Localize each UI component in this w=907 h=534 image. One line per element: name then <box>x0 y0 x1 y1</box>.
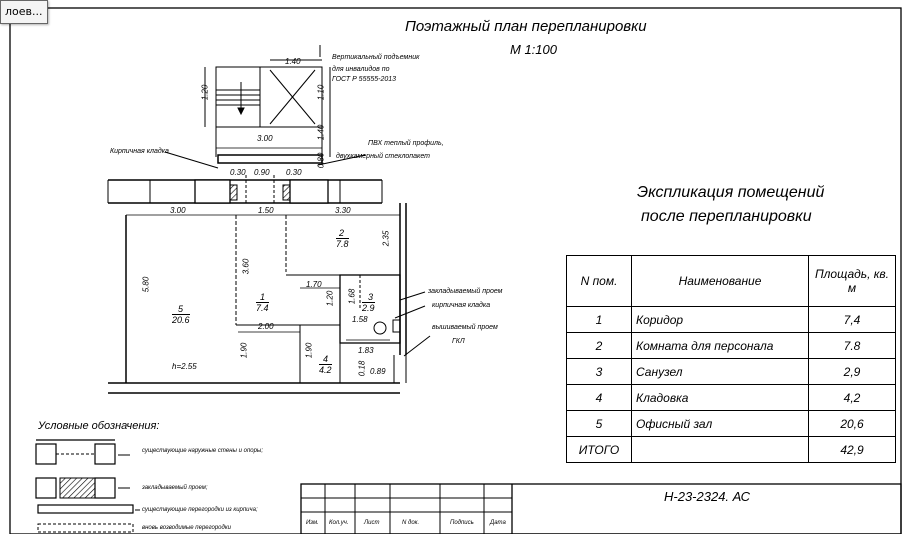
stamp-col-izm: Изм. <box>306 520 319 526</box>
room-5-area: 20.6 <box>172 314 190 325</box>
row-number: 1 <box>566 306 632 333</box>
explication-table: N пом. Наименование Площадь, кв. м 1 Кор… <box>566 255 896 463</box>
explication-header-row: N пом. Наименование Площадь, кв. м <box>566 255 896 307</box>
table-row: 1 Коридор 7,4 <box>566 306 896 333</box>
table-row: 4 Кладовка 4,2 <box>566 384 896 411</box>
total-value: 42,9 <box>808 436 896 463</box>
row-number: 2 <box>566 332 632 359</box>
row-area: 20,6 <box>808 410 896 437</box>
row-number: 5 <box>566 410 632 437</box>
stamp-col-kol: Кол.уч. <box>329 520 349 526</box>
explication-title-1: Экспликация помещений <box>637 184 825 201</box>
dim-r2-height: 2.35 <box>381 230 391 247</box>
room-3-number: 3 <box>368 292 374 302</box>
dim-ramp-height: 1.40 <box>316 124 326 141</box>
total-empty <box>631 436 809 463</box>
dim-r1-height: 3.60 <box>241 258 251 275</box>
dim-corridor-width: 1.70 <box>306 280 322 289</box>
dim-lower-width: 2.00 <box>258 322 274 331</box>
room-1-area: 7.4 <box>256 302 269 313</box>
room-1-number: 1 <box>260 292 266 302</box>
lift-note-2: для инвалидов по <box>332 66 390 73</box>
dim-bath-width: 1.58 <box>352 315 368 324</box>
row-name: Комната для персонала <box>631 332 809 359</box>
stamp-col-date: Дата <box>490 520 506 526</box>
pvc-note-2: двухкамерный стеклопакет <box>336 153 430 160</box>
total-row: ИТОГО 42,9 <box>566 436 896 463</box>
header-number: N пом. <box>566 255 632 307</box>
made-opening-1: вышиваемый проем <box>432 324 498 331</box>
stamp-col-list: Лист <box>364 520 380 526</box>
table-row: 2 Комната для персонала 7.8 <box>566 332 896 359</box>
row-number: 4 <box>566 384 632 411</box>
legend-item-4: вновь возводимые перегородки <box>142 525 232 531</box>
dim-lift-left: 1.20 <box>200 84 210 101</box>
dim-lower-left-height: 1.90 <box>239 342 249 359</box>
explication-title-2: после перепланировки <box>641 208 812 225</box>
dim-lift-width: 1.40 <box>285 57 301 66</box>
drawing-scale: М 1:100 <box>510 42 557 57</box>
lift-note-1: Вертикальный подъемник <box>332 54 420 61</box>
dim-bath-total: 1.83 <box>358 346 374 355</box>
row-name: Кладовка <box>631 384 809 411</box>
header-area: Площадь, кв. м <box>808 255 896 307</box>
row-area: 4,2 <box>808 384 896 411</box>
dim-corridor-height: 1.20 <box>325 290 335 307</box>
legend-item-1: существующие наружные стены и опоры; <box>142 448 264 454</box>
row-name: Офисный зал <box>631 410 809 437</box>
total-label: ИТОГО <box>566 436 632 463</box>
room-4-number: 4 <box>323 354 329 364</box>
brick-note: Кирпичная кладка <box>110 148 169 155</box>
room-4-area: 4.2 <box>319 364 332 375</box>
row-area: 7.8 <box>808 332 896 359</box>
room-2-number: 2 <box>339 228 345 238</box>
dim-door-side: 0.80 <box>316 152 326 169</box>
laid-opening-2: кирпичная кладка <box>432 302 491 309</box>
room-2-area: 7.8 <box>336 238 349 249</box>
document-code: Н-23-2324. АС <box>664 489 750 504</box>
dim-wall-mid: 1.50 <box>258 206 274 215</box>
legend-item-3: существующие перегородки из кирпича; <box>142 507 258 513</box>
ceiling-height: h=2.55 <box>172 362 197 371</box>
dim-wall-right: 3.30 <box>335 206 351 215</box>
dim-seg-c: 0.30 <box>286 168 302 177</box>
dim-lower-mid-height: 1.90 <box>304 342 314 359</box>
dim-seg-b: 0.90 <box>254 168 270 177</box>
dim-platform-width: 3.00 <box>257 134 273 143</box>
row-name: Санузел <box>631 358 809 385</box>
table-row: 5 Офисный зал 20,6 <box>566 410 896 437</box>
dim-niche-height: 0.18 <box>357 360 367 377</box>
dim-lift-right: 1.10 <box>316 84 326 101</box>
drawing-title: Поэтажный план перепланировки <box>405 18 647 35</box>
stamp-col-sign: Подпись <box>450 520 474 526</box>
room-5-number: 5 <box>178 304 184 314</box>
row-number: 3 <box>566 358 632 385</box>
header-name: Наименование <box>631 255 809 307</box>
row-name: Коридор <box>631 306 809 333</box>
lift-block <box>215 66 323 128</box>
pvc-note-1: ПВХ теплый профиль, <box>368 140 444 147</box>
row-area: 2,9 <box>808 358 896 385</box>
dim-niche-width: 0.89 <box>370 367 386 376</box>
dim-bath-height: 1.68 <box>347 288 357 305</box>
stamp-col-doc: N док. <box>402 520 420 526</box>
dim-seg-a: 0.30 <box>230 168 246 177</box>
made-opening-2: ГКЛ <box>452 338 465 345</box>
row-area: 7,4 <box>808 306 896 333</box>
laid-opening-1: закладываемый проем <box>428 288 503 295</box>
table-row: 3 Санузел 2,9 <box>566 358 896 385</box>
legend-title: Условные обозначения: <box>38 420 160 432</box>
lift-note-3: ГОСТ Р 55555-2013 <box>332 76 397 83</box>
room-3-area: 2.9 <box>362 302 375 313</box>
layers-tooltip: лоев... <box>0 0 48 24</box>
legend-item-2: закладываемый проем; <box>142 485 208 491</box>
dim-left-height: 5.80 <box>141 276 151 293</box>
dim-wall-left: 3.00 <box>170 206 186 215</box>
